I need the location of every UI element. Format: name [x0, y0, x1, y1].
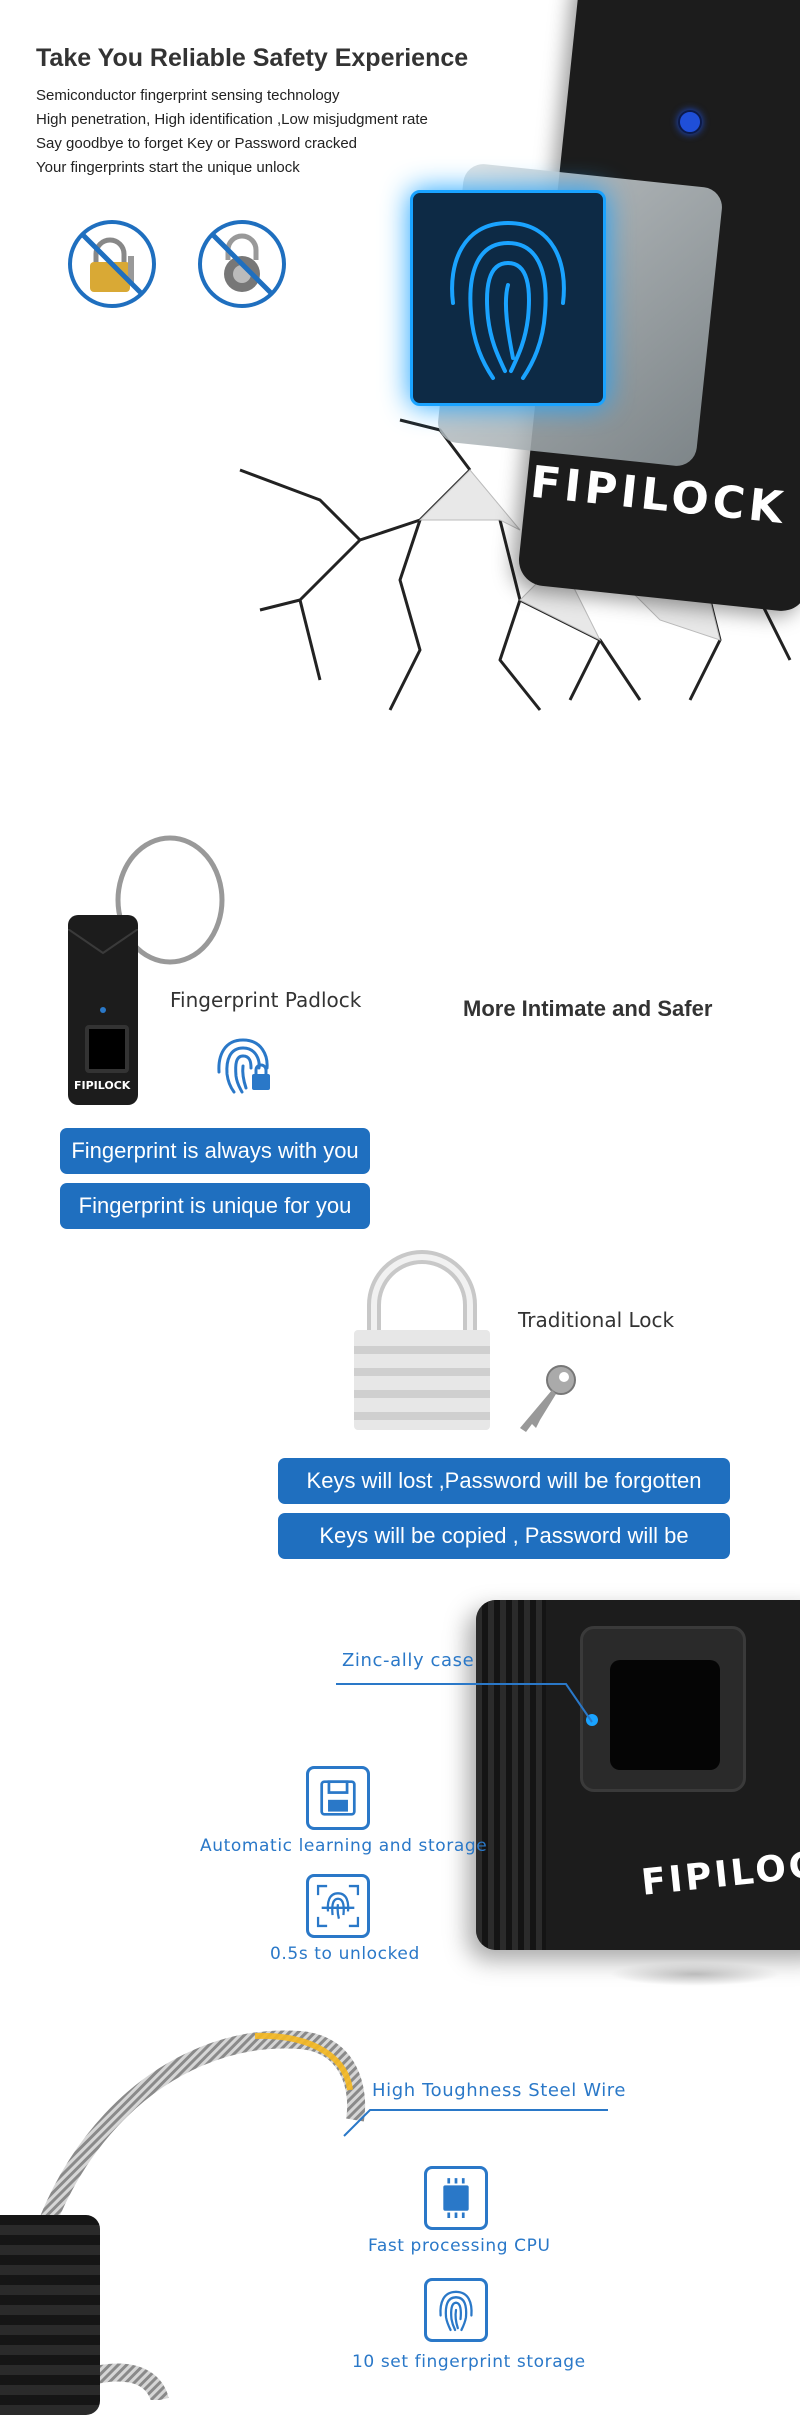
- key-ring-icon: [115, 835, 225, 965]
- steel-wire-label: High Toughness Steel Wire: [372, 2080, 627, 2101]
- device-chevron-icon: [68, 929, 138, 955]
- auto-learning-label: Automatic learning and storage: [200, 1836, 488, 1856]
- no-padlock-key-icon: [68, 220, 156, 308]
- fingerprint-storage-label: 10 set fingerprint storage: [352, 2352, 586, 2372]
- wire-section: High Toughness Steel Wire Fast processin…: [0, 2010, 800, 2415]
- fingerprint-storage-icon: [424, 2278, 488, 2342]
- hero-section: FIPILOCK Take You Reliable Safety Experi…: [0, 0, 800, 720]
- save-storage-icon: [306, 1766, 370, 1830]
- traditional-pill-lost: Keys will lost ,Password will be forgott…: [278, 1458, 730, 1504]
- device-logo: FIPILOCK: [639, 1841, 800, 1904]
- device-closeup: FIPILOCK: [476, 1600, 800, 1950]
- hero-bullets: Semiconductor fingerprint sensing techno…: [36, 84, 428, 180]
- comparison-section: FIPILOCK Fingerprint Padlock More Intima…: [0, 820, 800, 1594]
- device-logo: FIPILOCK: [74, 1079, 131, 1092]
- silver-key-icon: [520, 1365, 576, 1432]
- hero-bullet: Your fingerprints start the unique unloc…: [36, 159, 300, 176]
- device-led-icon: [100, 1007, 106, 1013]
- fingerprint-scan-icon: [306, 1874, 370, 1938]
- device-ridges: [476, 1600, 546, 1950]
- no-combination-lock-icon: [198, 220, 286, 308]
- device-sensor-pad: [610, 1660, 720, 1770]
- padlock-corner: [0, 2215, 100, 2415]
- hero-bullet: Say goodbye to forget Key or Password cr…: [36, 135, 358, 152]
- device-sensor: [85, 1025, 129, 1073]
- traditional-pill-copied: Keys will be copied , Password will be c…: [278, 1513, 730, 1594]
- zinc-alloy-case-label: Zinc-ally case: [342, 1650, 475, 1671]
- status-led-icon: [678, 110, 702, 134]
- unlock-speed-label: 0.5s to unlocked: [270, 1944, 420, 1964]
- traditional-lock-label: Traditional Lock: [518, 1308, 675, 1332]
- hero-bullet: Semiconductor fingerprint sensing techno…: [36, 87, 340, 104]
- fingerprint-lock-icon: [217, 1038, 270, 1094]
- fingerprint-pill-unique: Fingerprint is unique for you: [60, 1183, 370, 1229]
- fingerprint-icon: [450, 221, 566, 380]
- fingerprint-sensor-glow: [410, 190, 606, 406]
- fingerprint-pill-always: Fingerprint is always with you: [60, 1128, 370, 1174]
- fingerprint-padlock-label: Fingerprint Padlock: [170, 988, 362, 1012]
- traditional-padlock-icon: [354, 1250, 490, 1430]
- comparison-heading: More Intimate and Safer: [463, 996, 713, 1021]
- device-shadow: [610, 1962, 780, 1986]
- features-section: FIPILOCK Zinc-ally case Automatic learni…: [0, 1590, 800, 2010]
- fingerprint-padlock-device: FIPILOCK: [68, 915, 138, 1105]
- wire-callout-line: [343, 2109, 608, 2137]
- cpu-chip-icon: [424, 2166, 488, 2230]
- case-callout-line: [336, 1683, 593, 1723]
- cpu-label: Fast processing CPU: [368, 2236, 551, 2256]
- hero-title: Take You Reliable Safety Experience: [36, 44, 469, 72]
- hero-bullet: High penetration, High identification ,L…: [36, 111, 428, 128]
